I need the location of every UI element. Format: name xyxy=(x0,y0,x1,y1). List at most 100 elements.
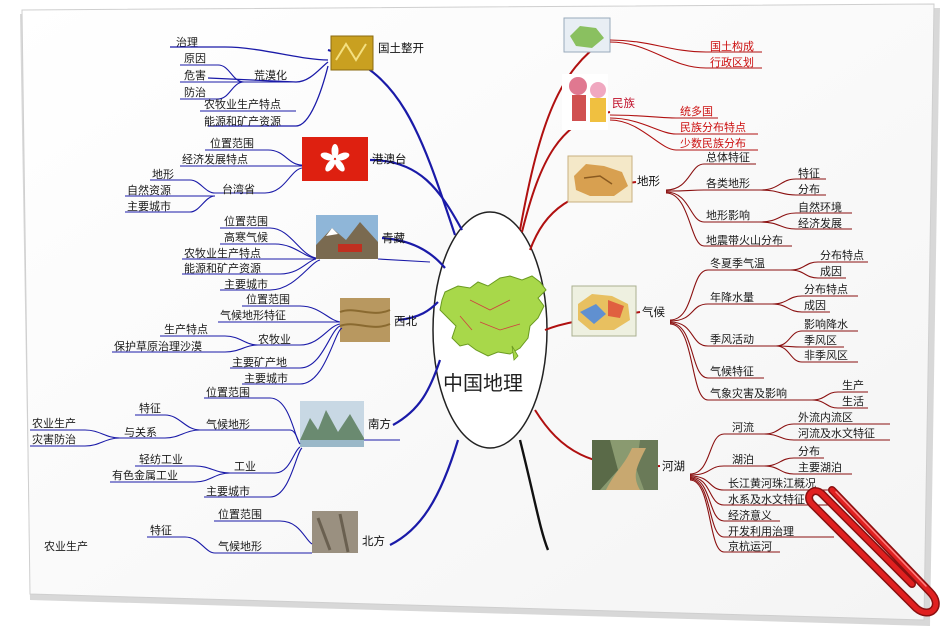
nanfang-gongye-item-1: 有色金属工业 xyxy=(112,468,178,482)
center-title: 中国地理 xyxy=(443,371,523,395)
dongxia-0: 分布特点 xyxy=(820,248,864,262)
hk-flag-icon xyxy=(302,137,368,181)
gangaotai-item-1: 经济发展特点 xyxy=(182,152,248,166)
dixing-item-2: 地形影响 xyxy=(706,209,750,222)
qingzang-item-3: 能源和矿产资源 xyxy=(184,261,261,275)
ethnic-figure-icon xyxy=(562,74,608,130)
branch-heliu[interactable]: 河湖 xyxy=(592,440,685,490)
taiwan-item-1: 自然资源 xyxy=(127,183,171,197)
branch-dixing[interactable]: 地形 xyxy=(567,155,660,203)
xibei-item-0: 位置范围 xyxy=(246,292,290,306)
jifeng-2: 非季风区 xyxy=(804,349,848,362)
heliu-title: 河湖 xyxy=(662,459,685,473)
beifang-top: 位置范围 xyxy=(218,507,262,521)
jifeng-1: 季风区 xyxy=(804,334,837,347)
huangmo-item-2: 防治 xyxy=(184,85,206,99)
zaihai-0: 生产 xyxy=(842,378,864,392)
qingzang-item-1: 高寒气候 xyxy=(224,230,268,244)
qihou-title: 气候 xyxy=(642,305,665,319)
dixing-title: 地形 xyxy=(637,174,660,188)
beifang-qihou-item-0: 特征 xyxy=(150,523,172,537)
dixing-lines xyxy=(665,163,852,247)
minzu-lines xyxy=(609,114,758,151)
heliu-item-0: 河流 xyxy=(732,420,754,434)
branch-qihou[interactable]: 气候 xyxy=(571,285,665,337)
nanfang-gongye-title: 工业 xyxy=(234,460,256,473)
beifang-far: 农业生产 xyxy=(44,539,88,553)
minzu-title: 民族 xyxy=(612,96,635,110)
nanfang-gongye-item-0: 轻纺工业 xyxy=(139,452,183,466)
heliu-item-3: 水系及水文特征 xyxy=(728,492,805,506)
qingzang-item-4: 主要城市 xyxy=(224,277,268,291)
guotu-right-lines xyxy=(609,39,762,69)
branch-guotu-right[interactable] xyxy=(563,17,611,53)
qihou-item-4: 气象灾害及影响 xyxy=(710,386,787,400)
heliu-sub-0: 外流内流区 xyxy=(798,410,853,424)
taiwan-title: 台湾省 xyxy=(222,182,255,196)
nanfang-qihou-title: 气候地形 xyxy=(206,417,250,431)
gelei-1: 分布 xyxy=(798,183,820,196)
china-map-icon xyxy=(439,275,547,361)
heliu-item-1: 湖泊 xyxy=(732,453,754,466)
taiwan-item-2: 主要城市 xyxy=(127,199,171,213)
guotu-partial: 治理 xyxy=(176,35,198,49)
branch-minzu[interactable]: 民族 xyxy=(562,74,635,130)
dixing-item-0: 总体特征 xyxy=(706,150,750,164)
branch-huangmo[interactable] xyxy=(180,64,296,100)
qingzang-item-2: 农牧业生产特点 xyxy=(184,246,261,260)
north-photo-icon xyxy=(312,511,358,553)
guotu-nengyuan: 能源和矿产资源 xyxy=(204,114,281,128)
nanfang-city: 主要城市 xyxy=(206,484,250,498)
branch-beifang[interactable]: 北方 xyxy=(312,511,385,553)
xibei-more-0: 主要矿产地 xyxy=(232,355,287,369)
paperclip-icon xyxy=(805,486,940,617)
nanfang-qihou-item-0: 特征 xyxy=(139,401,161,415)
gangaotai-title: 港澳台 xyxy=(372,152,407,166)
taiwan-item-0: 地形 xyxy=(152,168,174,181)
heliu-lines xyxy=(689,423,890,553)
xibei-nongmu-title: 农牧业 xyxy=(258,332,291,346)
dixing-item-1: 各类地形 xyxy=(706,176,750,190)
jifeng-0: 影响降水 xyxy=(804,317,848,331)
minzu-item-0: 统多国 xyxy=(680,104,713,118)
guotu-title: 国土整开 xyxy=(378,41,424,55)
qingzang-title: 青藏 xyxy=(382,231,405,245)
xibei-nongmu-item-0: 生产特点 xyxy=(164,322,208,336)
branch-guotu-left[interactable]: 国土整开 治理 xyxy=(170,35,424,127)
yingxiang-1: 经济发展 xyxy=(798,216,842,230)
nanfang-qihou-item-1: 与关系 xyxy=(124,425,157,439)
gelei-0: 特征 xyxy=(798,166,820,180)
qingzang-item-0: 位置范围 xyxy=(224,214,268,228)
xibei-item-1: 气候地形特征 xyxy=(220,308,286,322)
heliu-item-2: 长江黄河珠江概况 xyxy=(728,476,816,490)
hubo-sub-1: 主要湖泊 xyxy=(798,461,842,474)
guotu-nongmu: 农牧业生产特点 xyxy=(204,97,281,111)
qihou-item-1: 年降水量 xyxy=(710,290,754,304)
heliu-sub-1: 河流及水文特征 xyxy=(798,426,875,440)
xibei-title: 西北 xyxy=(394,314,417,328)
huangmo-title: 荒漠化 xyxy=(254,68,287,82)
huangmo-item-0: 原因 xyxy=(184,52,206,65)
zaihai-1: 生活 xyxy=(842,394,864,408)
heliu-item-6: 京杭运河 xyxy=(728,539,772,553)
branch-xibei[interactable]: 西北 xyxy=(339,298,417,342)
branch-qingzang[interactable]: 青藏 xyxy=(316,215,405,259)
gangaotai-item-0: 位置范围 xyxy=(210,136,254,150)
heliu-item-5: 开发利用治理 xyxy=(728,524,794,538)
northwest-photo-icon xyxy=(340,298,390,342)
heliu-item-4: 经济意义 xyxy=(728,508,772,522)
huangmo-item-1: 危害 xyxy=(184,68,206,82)
minzu-item-2: 少数民族分布 xyxy=(680,136,746,150)
branch-nanfang[interactable]: 南方 xyxy=(300,401,391,447)
hubo-sub-0: 分布 xyxy=(798,445,820,458)
dongxia-1: 成因 xyxy=(820,265,842,278)
branch-gangaotai[interactable]: 港澳台 xyxy=(302,137,407,181)
qingzang-lines xyxy=(182,227,431,291)
qihou-lines xyxy=(669,261,868,409)
xibei-lines xyxy=(112,305,343,385)
center-node[interactable]: 中国地理 xyxy=(432,211,548,449)
nanfang-lines xyxy=(30,397,400,498)
beifang-lines xyxy=(147,520,313,554)
beifang-qihou-title: 气候地形 xyxy=(218,539,262,553)
minzu-item-1: 民族分布特点 xyxy=(680,120,746,134)
